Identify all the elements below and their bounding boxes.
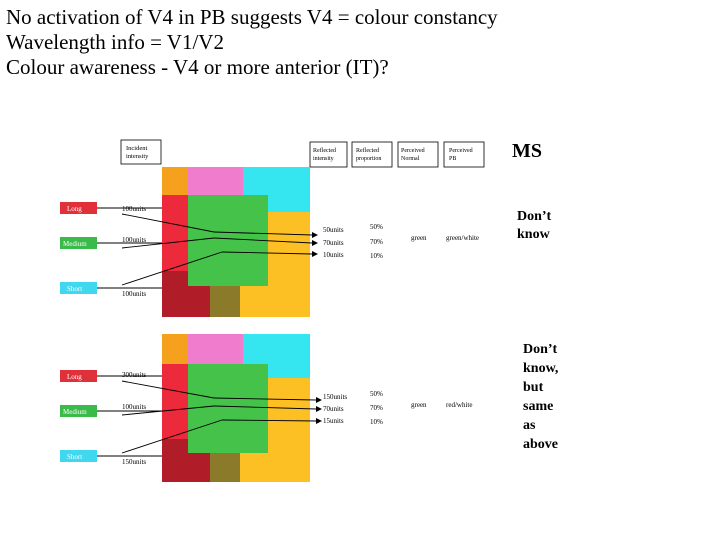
title-block: No activation of V4 in PB suggests V4 = … xyxy=(6,5,498,80)
note-2-line-3: but xyxy=(523,380,544,395)
proportion-long-1: 50% xyxy=(370,223,383,231)
incident-short-2: 150units xyxy=(122,458,146,466)
note-2-line-2: know, xyxy=(523,361,559,376)
short-light-1-label: Short xyxy=(67,285,82,293)
light-swatches-1: Long Medium Short xyxy=(60,202,97,294)
patient-label: MS xyxy=(512,140,542,162)
note-panel-2: Don’t know, but same as above xyxy=(523,340,558,454)
proportion-short-2: 10% xyxy=(370,418,383,426)
reflected-arrows-2 xyxy=(121,380,317,454)
note-2-line-1: Don’t xyxy=(523,342,558,357)
note-1-line-1: Don’t xyxy=(517,209,552,224)
light-swatches-2: Long Medium Short xyxy=(60,370,97,462)
reflected-arrowheads-2 xyxy=(316,397,322,424)
incident-medium-2: 100units xyxy=(122,403,146,411)
incident-lines-2 xyxy=(97,375,162,457)
incident-lines-1 xyxy=(97,207,162,289)
short-light-2-label: Short xyxy=(67,453,82,461)
note-panel-1: Don’t know xyxy=(517,208,551,244)
reflected-long-2: 150units xyxy=(323,393,347,401)
long-light-2-label: Long xyxy=(67,373,82,381)
medium-light-2 xyxy=(60,405,97,417)
proportion-short-1: 10% xyxy=(370,252,383,260)
reflected-arrowheads-1 xyxy=(312,232,318,257)
incident-short-1: 100units xyxy=(122,290,146,298)
note-2-line-4: same xyxy=(523,399,554,414)
note-2-line-5: as xyxy=(523,418,536,433)
title-line-1: No activation of V4 in PB suggests V4 = … xyxy=(6,5,498,29)
title-line-2: Wavelength info = V1/V2 xyxy=(6,30,224,54)
medium-light-1 xyxy=(60,237,97,249)
medium-light-2-label: Medium xyxy=(63,408,87,416)
perceived-pb-1: green/white xyxy=(446,234,479,242)
mondrian-1 xyxy=(162,167,310,317)
proportion-medium-1: 70% xyxy=(370,238,383,246)
long-light-1-label: Long xyxy=(67,205,82,213)
incident-long-2: 300units xyxy=(122,371,146,379)
reflected-medium-1: 70units xyxy=(323,239,344,247)
short-light-1 xyxy=(60,282,97,294)
perceived-pb-2: red/white xyxy=(446,401,472,409)
proportion-long-2: 50% xyxy=(370,390,383,398)
reflected-short-1: 10units xyxy=(323,251,344,259)
reflected-short-2: 15units xyxy=(323,417,344,425)
incident-medium-1: 100units xyxy=(122,236,146,244)
note-1-line-2: know xyxy=(517,227,550,242)
long-light-1 xyxy=(60,202,97,214)
perceived-normal-2: green xyxy=(411,401,427,409)
medium-light-1-label: Medium xyxy=(63,240,87,248)
proportion-medium-2: 70% xyxy=(370,404,383,412)
reflected-arrows-1 xyxy=(121,213,313,286)
incident-long-1: 100units xyxy=(122,205,146,213)
title-line-3: Colour awareness - V4 or more anterior (… xyxy=(6,55,389,79)
reflected-medium-2: 70units xyxy=(323,405,344,413)
long-light-2 xyxy=(60,370,97,382)
reflected-long-1: 50units xyxy=(323,226,344,234)
short-light-2 xyxy=(60,450,97,462)
note-2-line-6: above xyxy=(523,437,558,452)
perceived-normal-1: green xyxy=(411,234,427,242)
